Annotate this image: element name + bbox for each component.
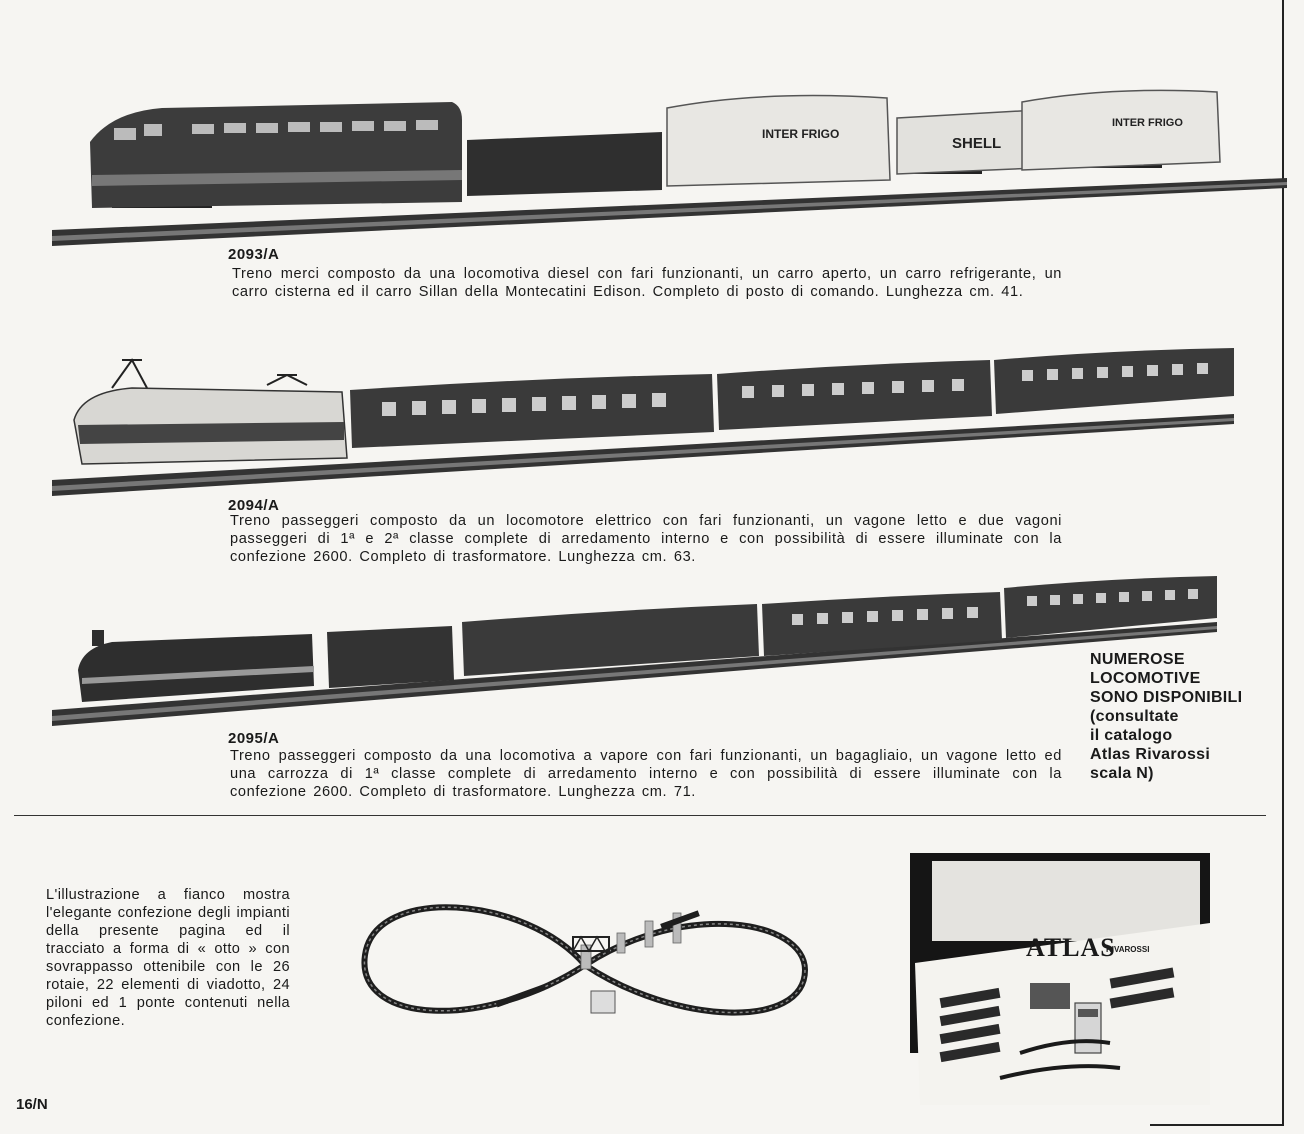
page-number: 16/N: [16, 1096, 48, 1113]
note-line-2: LOCOMOTIVE: [1090, 670, 1201, 687]
train-code-2094: 2094/A: [228, 497, 280, 514]
note-line-7: scala N): [1090, 765, 1154, 782]
train-description-2094: Treno passeggeri composto da un locomoto…: [230, 513, 1062, 565]
note-line-6: Atlas Rivarossi: [1090, 746, 1211, 763]
boxed-set-photo: ATLAS RIVAROSSI: [910, 853, 1210, 1105]
section-divider: [14, 815, 1266, 816]
figure-eight-track-photo: [361, 904, 809, 1016]
train-description-2093: Treno merci composto da una locomotiva d…: [232, 266, 1062, 300]
freight-train-photo: INTER FRIGO SHELL INTER FRIGO: [52, 89, 1287, 246]
train-description-2095: Treno passeggeri composto da una locomot…: [230, 748, 1062, 800]
steam-train-photo: [52, 576, 1217, 726]
electric-train-photo: [52, 348, 1234, 496]
wagon-label-2: SHELL: [952, 135, 1001, 152]
locomotives-note: NUMEROSE LOCOMOTIVE SONO DISPONIBILI (co…: [1090, 650, 1280, 783]
wagon-label-1: INTER FRIGO: [762, 127, 839, 141]
box-brand: ATLAS: [1026, 933, 1116, 962]
note-line-4: (consultate: [1090, 708, 1179, 725]
wagon-label-3: INTER FRIGO: [1112, 117, 1183, 129]
note-line-3: SONO DISPONIBILI: [1090, 689, 1243, 706]
note-line-5: il catalogo: [1090, 727, 1173, 744]
page-border-bottom: [1150, 1124, 1284, 1126]
page-border-right: [1282, 0, 1284, 1126]
layout-caption: L'illustrazione a fianco mostra l'elegan…: [46, 887, 290, 1029]
note-line-1: NUMEROSE: [1090, 651, 1185, 668]
train-code-2095: 2095/A: [228, 730, 280, 747]
box-brand-sub: RIVAROSSI: [1106, 945, 1150, 954]
train-code-2093: 2093/A: [228, 246, 280, 263]
